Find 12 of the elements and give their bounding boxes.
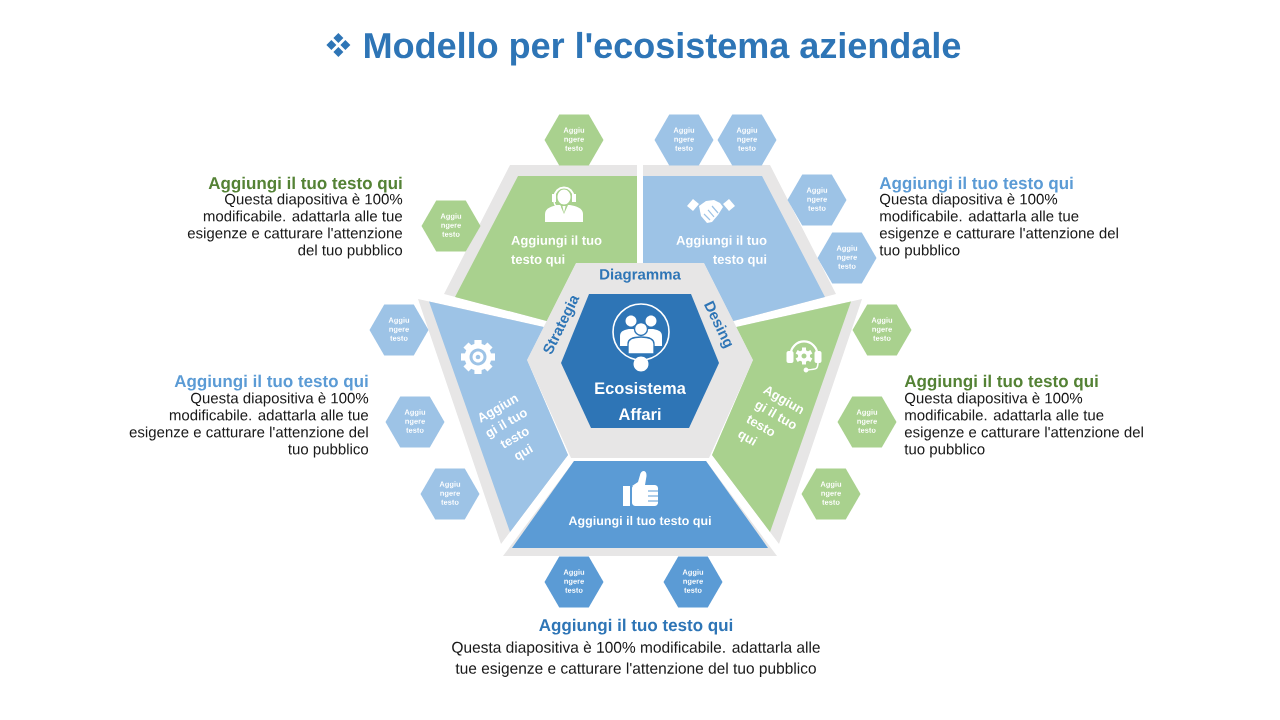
paragraph: Questa diapositiva è 100% modificabile. adattarla alle tue esigenze e catturare l'attenzione del tuo pubblico (452, 641, 820, 677)
heading: Aggiungi il tuo testo qui (904, 374, 1098, 391)
heading: Aggiungi il tuo testo qui (539, 618, 733, 635)
paragraph: Questa diapositiva è 100% modificabile. adattarla alle tue esigenze e catturare l'attenzione del tuo pubblico (129, 392, 369, 458)
heading: Aggiungi il tuo testo qui (208, 176, 402, 193)
heading: Aggiungi il tuo testo qui (174, 374, 368, 391)
paragraph: Questa diapositiva è 100% modificabile. adattarla alle tue esigenze e catturare l'attenzione del tuo pubblico (904, 392, 1143, 458)
heading: Aggiungi il tuo testo qui (879, 176, 1073, 193)
paragraph: Questa diapositiva è 100% modificabile. adattarla alle tue esigenze e catturare l'attenzione del tuo pubblico (187, 193, 403, 259)
paragraph: Questa diapositiva è 100% modificabile. adattarla alle tue esigenze e catturare l'attenzione del tuo pubblico (879, 193, 1118, 259)
segment-panel: Aggiungi il tuo testo qui (503, 461, 777, 556)
title: Modello per l'ecosistema aziendale (365, 31, 961, 66)
